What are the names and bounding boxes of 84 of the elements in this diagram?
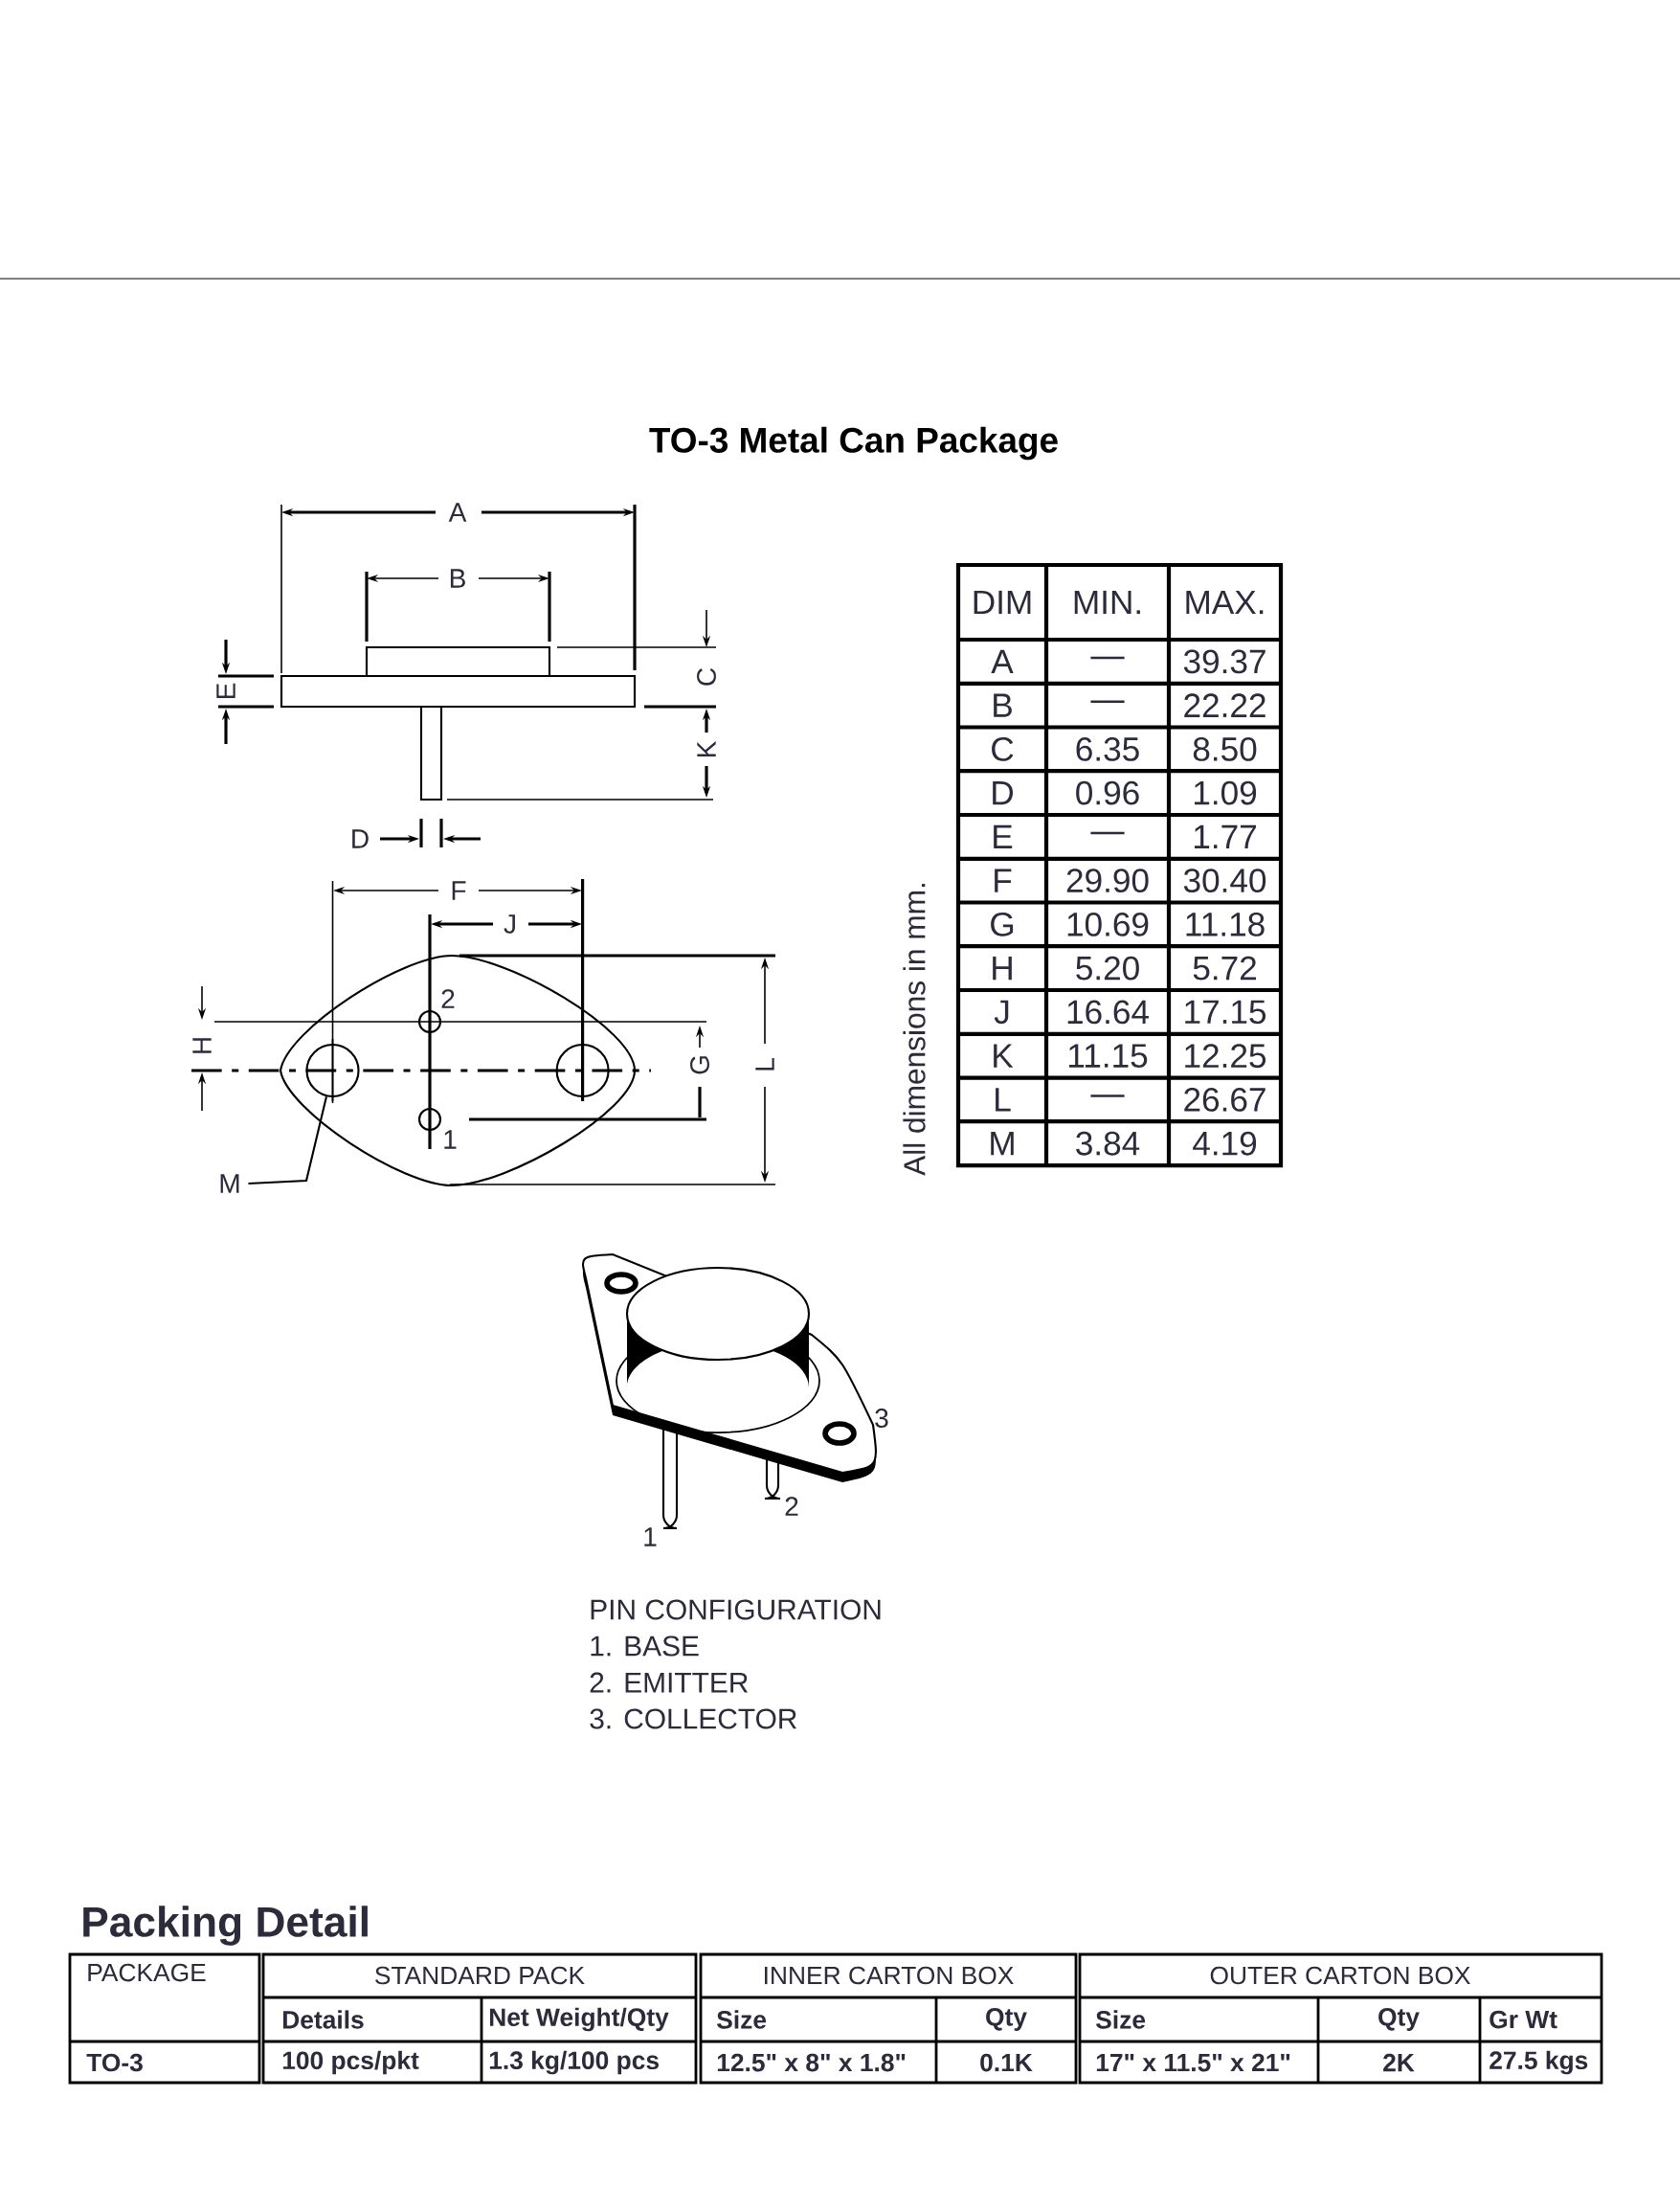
table-value: 16.64 xyxy=(1067,1000,1149,1025)
table-value: 1.09 xyxy=(1195,780,1257,805)
title: TO-3 Metal Can Package xyxy=(649,426,1058,461)
table-value: 10.69 xyxy=(1067,912,1149,936)
table-value: 1.3 kg/100 pcs xyxy=(489,2050,659,2075)
table-header: PACKAGE xyxy=(88,1963,206,1982)
table-value: K xyxy=(994,1044,1014,1068)
table-value: 0.1K xyxy=(980,2053,1033,2072)
table-value: H xyxy=(993,957,1012,981)
pin-number: 3 xyxy=(875,1409,888,1428)
table-value: M xyxy=(991,1132,1014,1156)
table-value: J xyxy=(994,1000,1009,1025)
table-value: 27.5 kgs xyxy=(1490,2050,1588,2075)
table-header: DIM xyxy=(974,590,1031,615)
table-value: 100 pcs/pkt xyxy=(282,2050,419,2075)
table-header: Net Weight/Qty xyxy=(490,2007,669,2032)
table-value: 6.35 xyxy=(1076,736,1139,761)
pin-number: 2 xyxy=(441,989,455,1008)
table-header: Qty xyxy=(986,2008,1027,2031)
table-value: 39.37 xyxy=(1183,649,1266,674)
pin-number: 1 xyxy=(644,1527,657,1546)
table-value: G xyxy=(991,912,1014,936)
table-value: 26.67 xyxy=(1184,1088,1266,1112)
table-value: 5.72 xyxy=(1193,956,1256,981)
table-value: — xyxy=(1090,656,1125,660)
table-value: 0.96 xyxy=(1076,780,1139,805)
table-value: 17" x 11.5" x 21" xyxy=(1096,2053,1290,2072)
table-value: — xyxy=(1090,831,1125,835)
table-value: 29.90 xyxy=(1066,868,1149,893)
table-value: E xyxy=(994,824,1013,848)
table-value: 1.77 xyxy=(1195,824,1256,848)
pin-number: 2 xyxy=(785,1497,798,1516)
table-value: A xyxy=(991,649,1014,673)
table-header: Qty xyxy=(1378,2008,1420,2031)
table-value: 11.18 xyxy=(1186,912,1265,936)
table-value: C xyxy=(992,736,1014,761)
table-value: L xyxy=(996,1088,1011,1112)
dimension-letter: E xyxy=(216,683,235,699)
dimension-letter: H xyxy=(192,1038,212,1053)
table-value: 12.25 xyxy=(1185,1044,1266,1069)
pin-description: 2. EMITTER xyxy=(590,1672,748,1693)
pin-description: 3. COLLECTOR xyxy=(590,1708,796,1729)
table-value: — xyxy=(1090,700,1125,703)
dimension-letter: L xyxy=(755,1058,774,1071)
table-value: TO-3 xyxy=(86,2053,143,2072)
leader-line xyxy=(248,1096,327,1185)
table-value: 17.15 xyxy=(1185,1000,1266,1025)
units-note: All dimensions in mm. xyxy=(903,884,926,1176)
pin-configuration-heading: PIN CONFIGURATION xyxy=(591,1599,881,1620)
table-header: MAX. xyxy=(1186,590,1264,615)
dimension-letter: M xyxy=(220,1174,239,1193)
table-value: 30.40 xyxy=(1183,868,1266,893)
table-header: OUTER CARTON BOX xyxy=(1210,1966,1470,1985)
table-header: Details xyxy=(283,2010,364,2029)
table-value: 11.15 xyxy=(1069,1044,1148,1068)
dimension-letter: A xyxy=(448,503,467,522)
table-header: Gr Wt xyxy=(1490,2010,1557,2029)
table-value: 22.22 xyxy=(1184,693,1266,717)
table-value: — xyxy=(1090,1094,1125,1097)
table-value: 2K xyxy=(1383,2053,1415,2072)
pin-description: 1. BASE xyxy=(591,1635,699,1657)
dimension-letter: C xyxy=(697,667,716,686)
dimension-letter: J xyxy=(504,914,515,934)
mounting-hole xyxy=(305,1043,360,1098)
dimension-letter: F xyxy=(452,881,466,900)
pin-number: 1 xyxy=(444,1130,457,1149)
dimension-letter: K xyxy=(697,740,716,757)
table-header: Size xyxy=(1096,2010,1146,2029)
table-value: 12.5" x 8" x 1.8" xyxy=(717,2053,906,2072)
table-value: 5.20 xyxy=(1076,956,1139,981)
table-header: STANDARD PACK xyxy=(375,1966,585,1985)
dimension-letter: B xyxy=(450,569,465,588)
table-header: Size xyxy=(717,2010,767,2029)
section-heading: Packing Detail xyxy=(83,1906,368,1946)
table-value: B xyxy=(994,693,1012,717)
table-header: MIN. xyxy=(1074,590,1140,615)
table-value: 4.19 xyxy=(1193,1131,1257,1156)
dimension-letter: G xyxy=(690,1056,709,1074)
dimension-letter: D xyxy=(352,829,369,848)
table-value: D xyxy=(993,781,1014,805)
table-header: INNER CARTON BOX xyxy=(765,1966,1014,1985)
table-value: F xyxy=(995,868,1012,892)
table-value: 3.84 xyxy=(1076,1131,1140,1156)
table-value: 8.50 xyxy=(1193,736,1257,761)
